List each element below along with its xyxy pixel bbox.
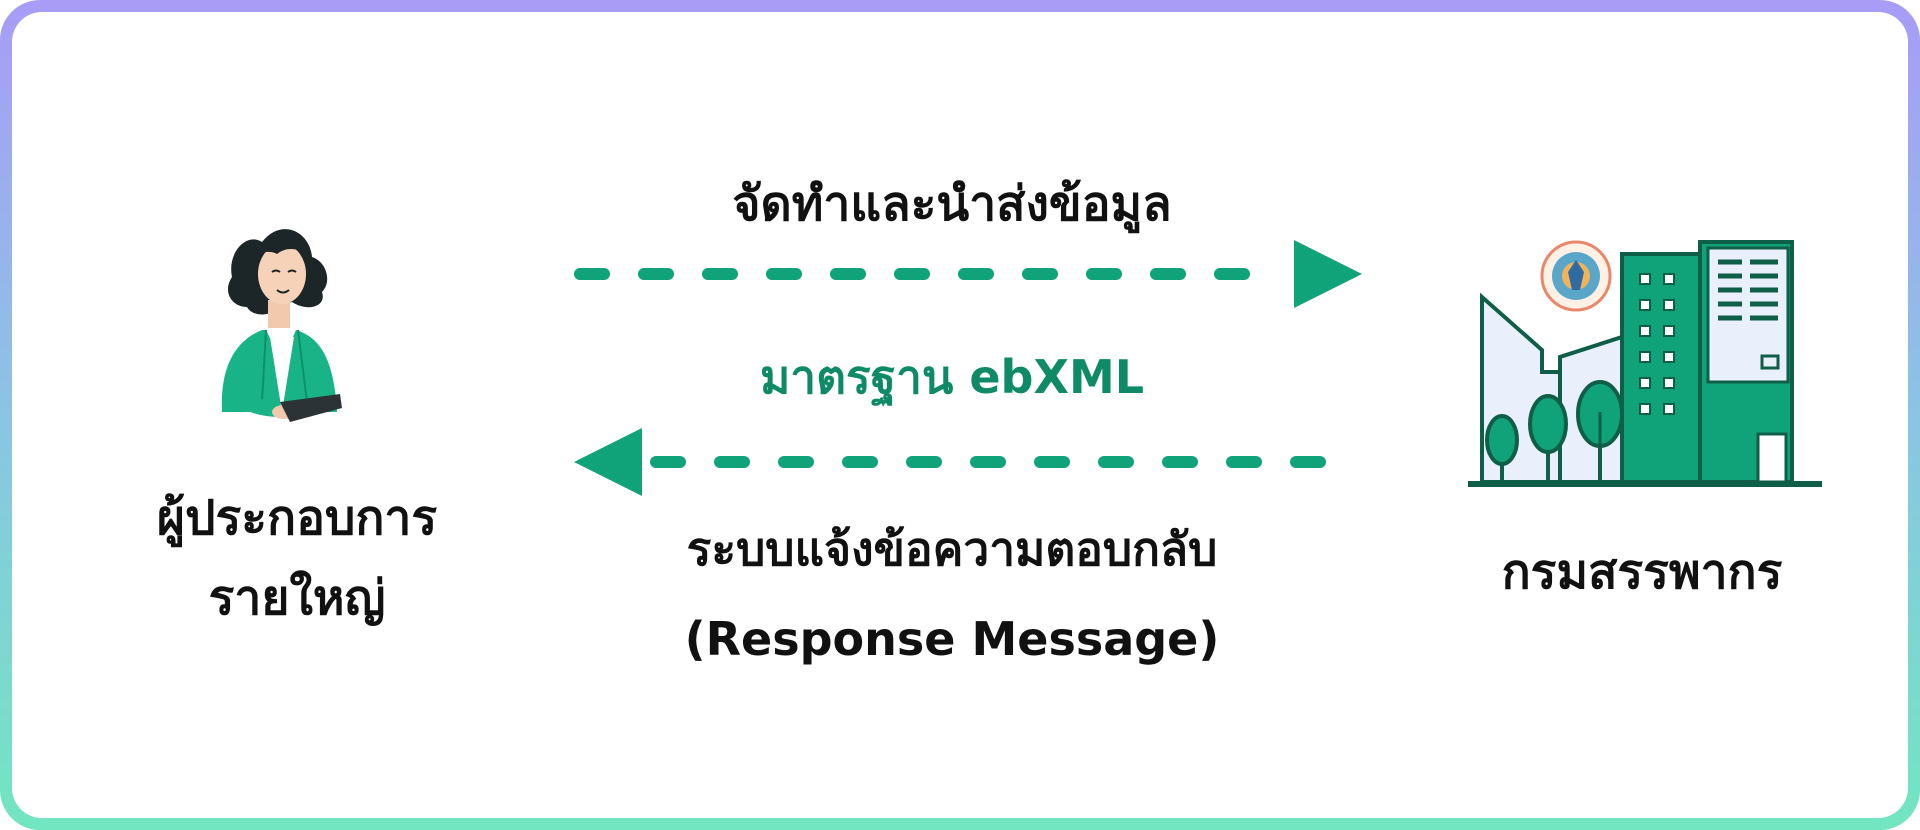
right-arrow-icon	[574, 240, 1362, 308]
operator-label-line1: ผู้ประกอบการ	[156, 490, 438, 546]
revenue-department-seal-icon	[1540, 240, 1612, 312]
operator-label-line2: รายใหญ่	[208, 570, 386, 626]
response-system-label: ระบบแจ้งข้อความตอบกลับ	[686, 522, 1218, 576]
businesswoman-tablet-icon	[221, 229, 342, 422]
revenue-department-label: กรมสรรพากร	[1501, 544, 1783, 600]
diagram-card: ผู้ประกอบการ รายใหญ่ จัดทำและนำส่งข้อมูล…	[12, 12, 1908, 818]
response-message-label: (Response Message)	[684, 612, 1220, 666]
left-arrow-icon	[574, 428, 1358, 496]
send-data-label: จัดทำและนำส่งข้อมูล	[732, 176, 1172, 232]
ebxml-standard-label: มาตรฐาน ebXML	[759, 350, 1145, 404]
government-building-with-seal-icon	[1468, 240, 1822, 487]
